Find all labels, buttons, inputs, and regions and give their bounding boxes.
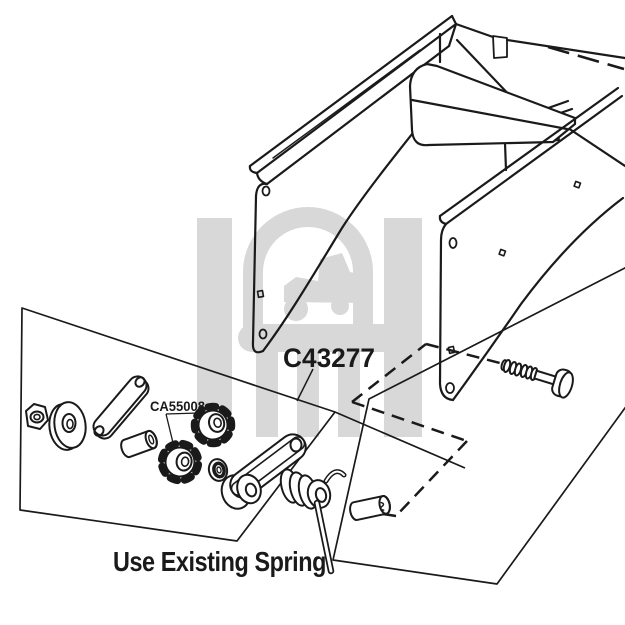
rivet-hole [261, 185, 271, 197]
left-side-plate [251, 102, 438, 354]
watermark-tractor-wheel [284, 297, 308, 321]
right-side-plate [438, 180, 625, 402]
watermark-tractor-wheel [331, 297, 349, 315]
u-bracket [408, 62, 577, 147]
sprocket-icon [157, 439, 203, 485]
c43277-leader-line [296, 368, 314, 402]
mounting-bushing-icon [349, 495, 391, 521]
rivet-hole [448, 237, 458, 249]
sprocket-icon [190, 402, 236, 448]
watermark-logo [197, 207, 422, 437]
idler-arm-roller-icon [220, 433, 307, 510]
watermark-arch [243, 207, 373, 335]
bolt-panel-outline [332, 266, 625, 585]
u-bracket-fold-line [410, 98, 569, 131]
frame-assembly [248, 14, 625, 402]
small-hole [498, 248, 507, 257]
watermark-leg [297, 352, 319, 437]
spacer-bushing-icon [120, 429, 158, 459]
watermark-leg [256, 352, 278, 437]
watermark-left-bar [197, 218, 232, 437]
flat-washer-icon [48, 401, 87, 451]
torsion-spring-icon [279, 468, 347, 575]
exploded-parts [25, 358, 574, 575]
sprocket-part-number-label: CA55008 [150, 398, 205, 414]
left-rail [248, 14, 458, 186]
watermark-horizontal-bar [238, 324, 422, 352]
kit-number-label: C43277 [283, 343, 375, 373]
spring-panel-edge [334, 411, 466, 469]
spring-note-label: Use Existing Spring [113, 546, 326, 577]
left-panel-outline [19, 307, 336, 542]
rivet-hole [258, 328, 268, 340]
link-plate-icon [92, 375, 150, 440]
clip-tab [492, 35, 508, 59]
small-washer-icon [207, 458, 229, 482]
square-hole [256, 289, 265, 299]
top-cross-rail [454, 22, 625, 60]
hex-nut-icon [25, 403, 49, 430]
carriage-bolt-icon [500, 358, 574, 399]
rivet-hole [445, 382, 455, 394]
small-hole [573, 180, 582, 189]
hidden-position-dashes [351, 45, 625, 518]
